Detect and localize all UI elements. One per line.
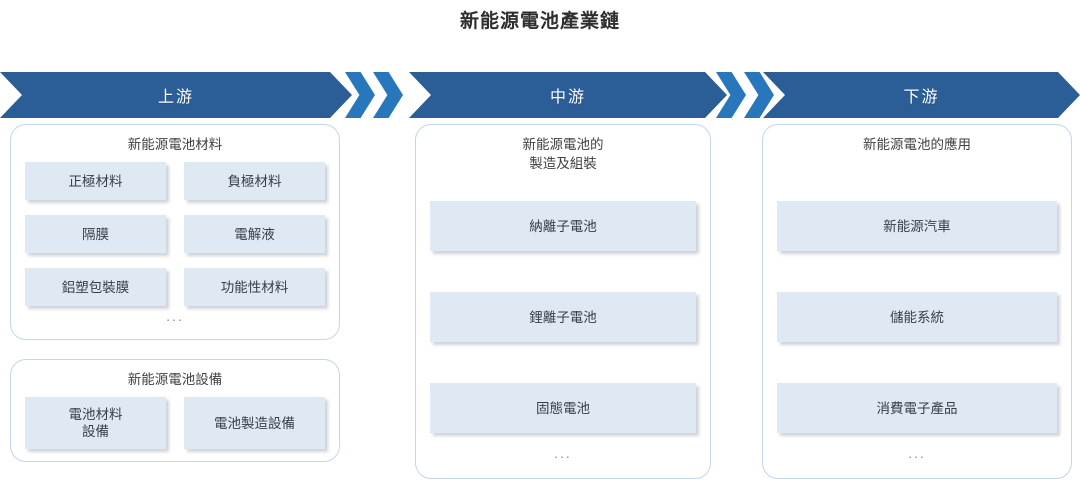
item-box[interactable]: 消費電子產品 xyxy=(777,383,1057,433)
item-box[interactable]: 儲能系統 xyxy=(777,292,1057,342)
panel-heading: 新能源電池的應用 xyxy=(863,137,971,152)
item-box[interactable]: 電解液 xyxy=(184,215,325,253)
item-box[interactable]: 正極材料 xyxy=(25,162,166,200)
stage-banner-upstream: 上游 xyxy=(0,72,352,118)
page-title: 新能源電池產業鏈 xyxy=(459,11,620,32)
column-midstream: 新能源電池的製造及組裝 納離子電池 鋰離子電池 固態電池 ... xyxy=(415,124,711,479)
panel-battery-equipment: 新能源電池設備 電池材料設備 電池製造設備 xyxy=(10,359,340,462)
stage-banner-midstream-label: 中游 xyxy=(549,89,586,106)
equipment-box-grid: 電池材料設備 電池製造設備 xyxy=(25,397,325,449)
stage-banner-downstream: 下游 xyxy=(763,72,1080,118)
more-indicator: ... xyxy=(166,308,184,324)
manufacturing-box-stack: 納離子電池 鋰離子電池 固態電池 xyxy=(430,201,696,433)
more-indicator: ... xyxy=(908,445,926,461)
more-indicator: ... xyxy=(554,445,572,461)
item-box[interactable]: 鋰離子電池 xyxy=(430,292,696,342)
chevron-arrow-icon xyxy=(373,72,403,118)
column-downstream: 新能源電池的應用 新能源汽車 儲能系統 消費電子產品 ... xyxy=(762,124,1072,479)
stage-banner-upstream-label: 上游 xyxy=(157,89,194,106)
panel-heading: 新能源電池材料 xyxy=(127,137,223,152)
stage-banner-midstream: 中游 xyxy=(409,72,727,118)
panel-heading: 新能源電池的製造及組裝 xyxy=(522,137,604,171)
item-box[interactable]: 隔膜 xyxy=(25,215,166,253)
application-box-stack: 新能源汽車 儲能系統 消費電子產品 xyxy=(777,201,1057,433)
item-box[interactable]: 電池材料設備 xyxy=(25,397,166,449)
column-upstream: 新能源電池材料 正極材料 負極材料 隔膜 電解液 鋁塑包裝膜 功能性材料 ...… xyxy=(10,124,340,462)
item-box[interactable]: 負極材料 xyxy=(184,162,325,200)
item-box[interactable]: 功能性材料 xyxy=(184,268,325,306)
panel-battery-manufacturing: 新能源電池的製造及組裝 納離子電池 鋰離子電池 固態電池 ... xyxy=(415,124,711,479)
material-box-grid: 正極材料 負極材料 隔膜 電解液 鋁塑包裝膜 功能性材料 xyxy=(25,162,325,306)
item-box[interactable]: 電池製造設備 xyxy=(184,397,325,449)
item-box[interactable]: 新能源汽車 xyxy=(777,201,1057,251)
chevron-arrow-icon xyxy=(744,72,774,118)
value-chain-banner: 上游 中游 下游 xyxy=(0,72,1080,118)
item-box[interactable]: 納離子電池 xyxy=(430,201,696,251)
panel-battery-materials: 新能源電池材料 正極材料 負極材料 隔膜 電解液 鋁塑包裝膜 功能性材料 ... xyxy=(10,124,340,340)
item-box[interactable]: 鋁塑包裝膜 xyxy=(25,268,166,306)
value-chain-columns: 新能源電池材料 正極材料 負極材料 隔膜 電解液 鋁塑包裝膜 功能性材料 ...… xyxy=(0,124,1080,482)
panel-battery-applications: 新能源電池的應用 新能源汽車 儲能系統 消費電子產品 ... xyxy=(762,124,1072,479)
panel-heading: 新能源電池設備 xyxy=(127,372,223,387)
stage-banner-downstream-label: 下游 xyxy=(903,89,940,106)
item-box[interactable]: 固態電池 xyxy=(430,383,696,433)
